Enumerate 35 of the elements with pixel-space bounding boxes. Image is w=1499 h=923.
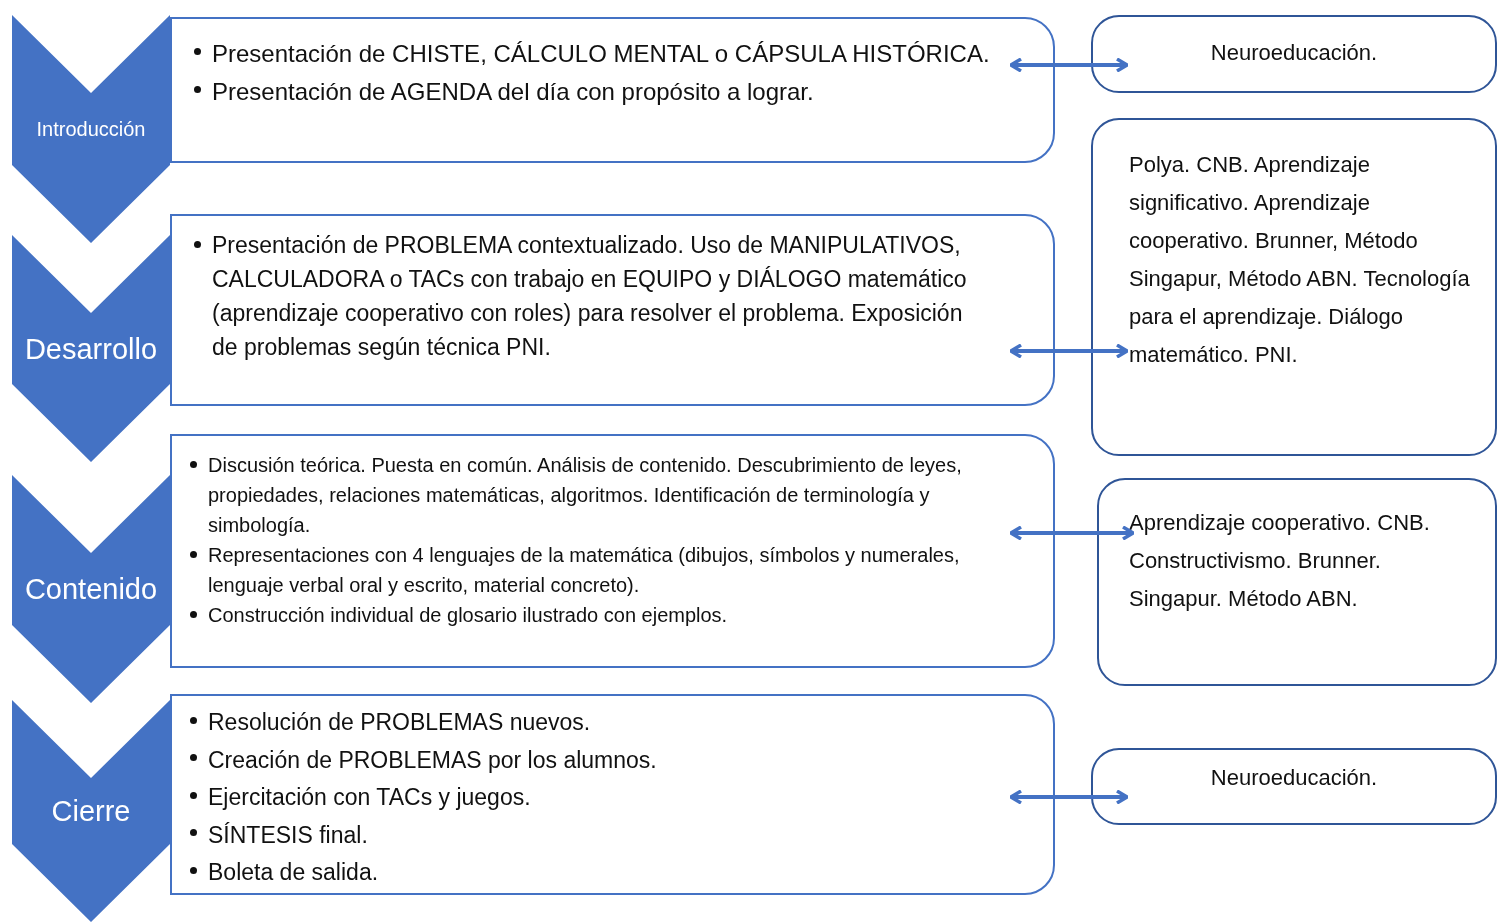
bullet-text: SÍNTESIS final. — [186, 816, 993, 854]
bullet-text: Presentación de PROBLEMA contextualizado. Uso de MANIPULATIVOS, CALCULADORA o TACs con trabajo en EQUIPO y DIÁLOGO matemático (aprendizaje cooperativo con roles) para resolver el problema. Exposición de problemas según técnica PNI. — [190, 228, 993, 364]
bullet-text: Ejercitación con TACs y juegos. — [186, 779, 993, 817]
bullet-text: Presentación de AGENDA del día con propósito a lograr. — [190, 73, 993, 111]
reference-text: Aprendizaje cooperativo. CNB. Constructivismo. Brunner. Singapur. Método ABN. — [1129, 509, 1431, 613]
reference-box — [1091, 118, 1497, 456]
stage-label: Contenido — [23, 572, 159, 606]
double-arrow — [1009, 789, 1129, 805]
reference-box — [1091, 748, 1497, 825]
double-arrow — [1009, 343, 1129, 359]
content-box — [170, 17, 1055, 163]
content-box — [170, 214, 1055, 406]
bullet-text: Presentación de CHISTE, CÁLCULO MENTAL o CÁPSULA HISTÓRICA. — [190, 35, 993, 73]
chevron-shape — [12, 700, 170, 922]
reference-box — [1091, 15, 1497, 93]
bullet-text: Discusión teórica. Puesta en común. Análisis de contenido. Descubrimiento de leyes, propiedades, relaciones matemáticas, algoritmos. Identificación de terminología y simbología. — [186, 450, 993, 540]
stage-label: Desarrollo — [23, 332, 159, 365]
chevron-shape — [12, 15, 170, 243]
bullet-text: Construcción individual de glosario ilustrado con ejemplos. — [186, 600, 993, 630]
bullet-text: Representaciones con 4 lenguajes de la matemática (dibujos, símbolos y numerales, lenguaje verbal oral y escrito, material concreto). — [186, 540, 993, 600]
bullet-text: Creación de PROBLEMAS por los alumnos. — [186, 741, 993, 779]
reference-text: Neuroeducación. — [1209, 39, 1379, 67]
double-arrow — [1009, 525, 1135, 541]
chevron-shape — [12, 475, 170, 703]
content-box — [170, 694, 1055, 895]
reference-text: Neuroeducación. — [1209, 764, 1379, 792]
double-arrow — [1009, 57, 1129, 73]
bullet-text: Boleta de salida. — [186, 854, 993, 892]
reference-text: Polya. CNB. Aprendizaje significativo. Aprendizaje cooperativo. Brunner, Método Singapur, Método ABN. Tecnología para el aprendizaje. Diálogo matemático. PNI. — [1129, 151, 1471, 369]
stage-label: Cierre — [50, 794, 132, 828]
chevron-shape — [12, 235, 170, 462]
bullet-text: Resolución de PROBLEMAS nuevos. — [186, 704, 993, 742]
stage-label: Introducción — [35, 117, 147, 141]
reference-box — [1097, 478, 1497, 686]
content-box — [170, 434, 1055, 668]
